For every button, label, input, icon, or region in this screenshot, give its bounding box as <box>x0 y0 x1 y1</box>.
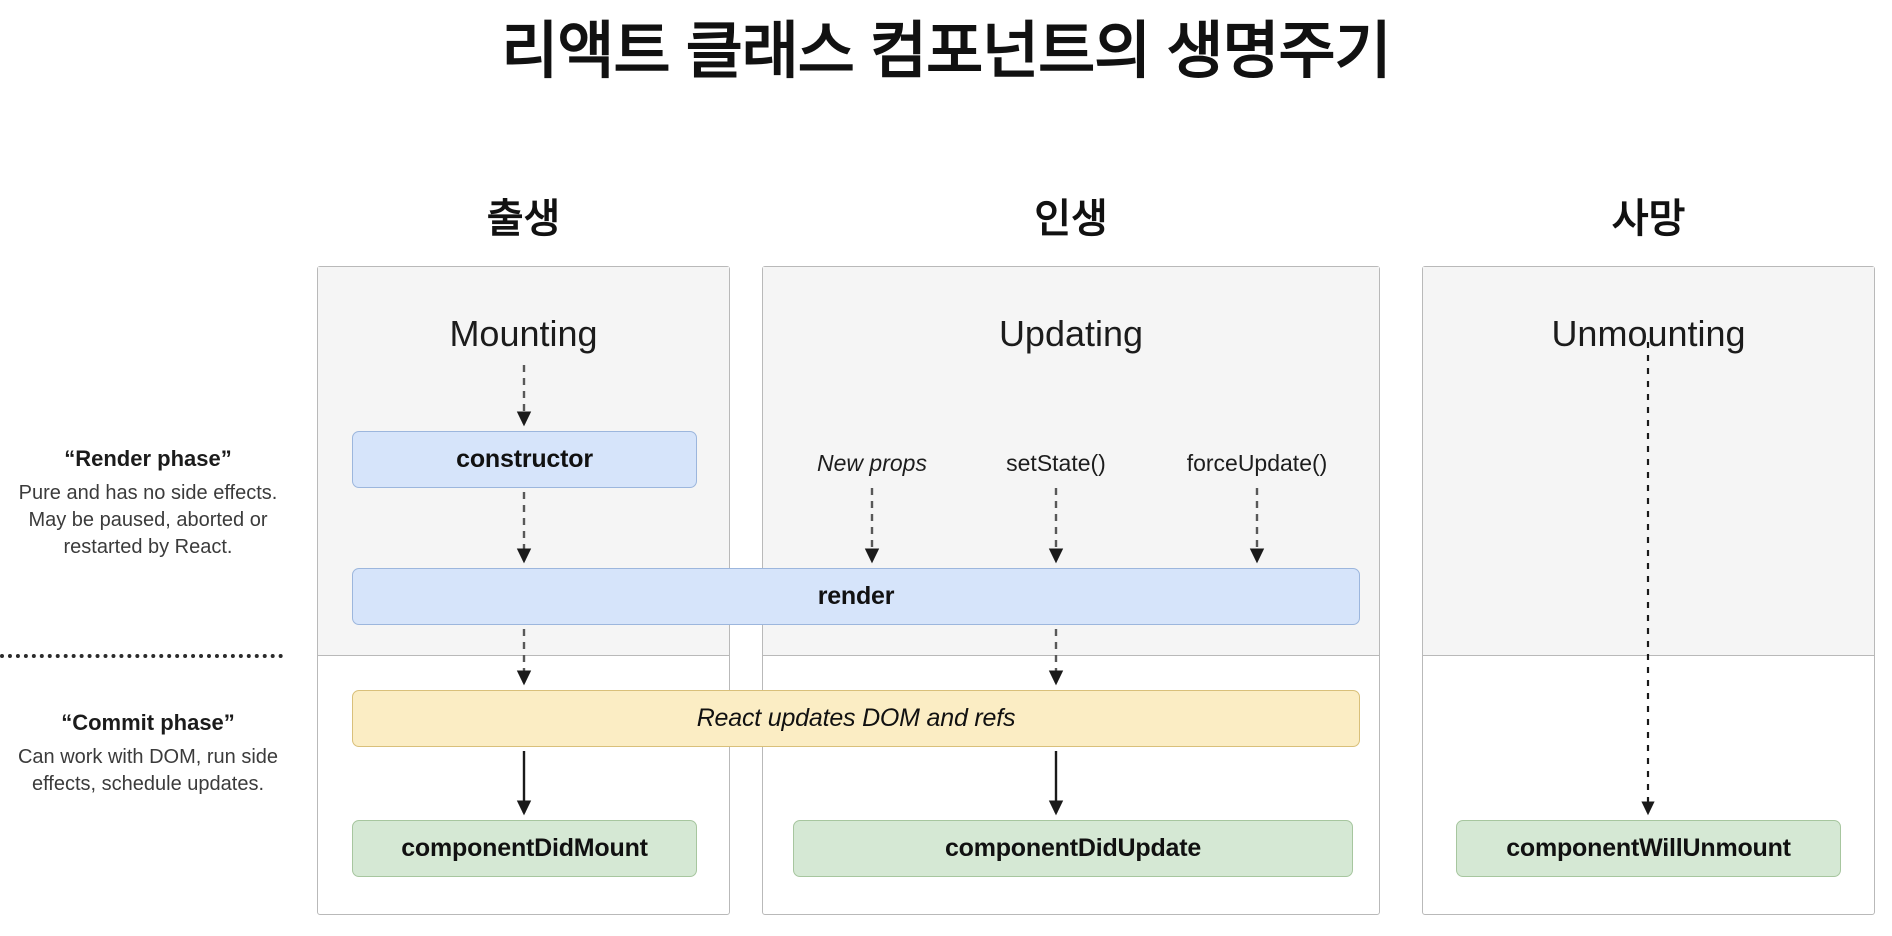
trigger-label-set-state: setState() <box>1006 450 1106 476</box>
lifecycle-box-render[interactable]: render <box>352 568 1360 625</box>
phase-note-render: “Render phase” Pure and has no side effe… <box>8 446 288 561</box>
lifecycle-box-constructor[interactable]: constructor <box>352 431 697 488</box>
panel-unmounting: Unmounting <box>1422 266 1875 915</box>
panel-title-updating: Updating <box>998 313 1144 354</box>
page-title: 리액트 클래스 컴포넌트의 생명주기 <box>501 17 1391 86</box>
stage-heading-life: 인생 <box>1034 197 1108 241</box>
lifecycle-box-react-updates-dom-and-refs[interactable]: React updates DOM and refs <box>352 690 1360 747</box>
phase-name-render: “Render phase” <box>64 446 232 471</box>
panel-title-unmounting: Unmounting <box>1551 313 1746 354</box>
phase-description-commit: Can work with DOM, run side effects, sch… <box>17 746 279 795</box>
phase-name-commit: “Commit phase” <box>61 710 235 735</box>
phase-note-commit: “Commit phase” Can work with DOM, run si… <box>8 710 288 798</box>
phase-divider <box>0 654 283 658</box>
stage-heading-death: 사망 <box>1611 197 1686 241</box>
trigger-label-new-props: New props <box>817 450 927 476</box>
lifecycle-box-component-did-update[interactable]: componentDidUpdate <box>793 820 1353 877</box>
lifecycle-box-component-did-mount[interactable]: componentDidMount <box>352 820 697 877</box>
lifecycle-box-component-will-unmount[interactable]: componentWillUnmount <box>1456 820 1841 877</box>
trigger-label-force-update: forceUpdate() <box>1186 450 1328 476</box>
phase-description-render: Pure and has no side effects. May be pau… <box>18 482 278 558</box>
stage-heading-birth: 출생 <box>486 197 561 241</box>
panel-title-mounting: Mounting <box>449 313 598 354</box>
